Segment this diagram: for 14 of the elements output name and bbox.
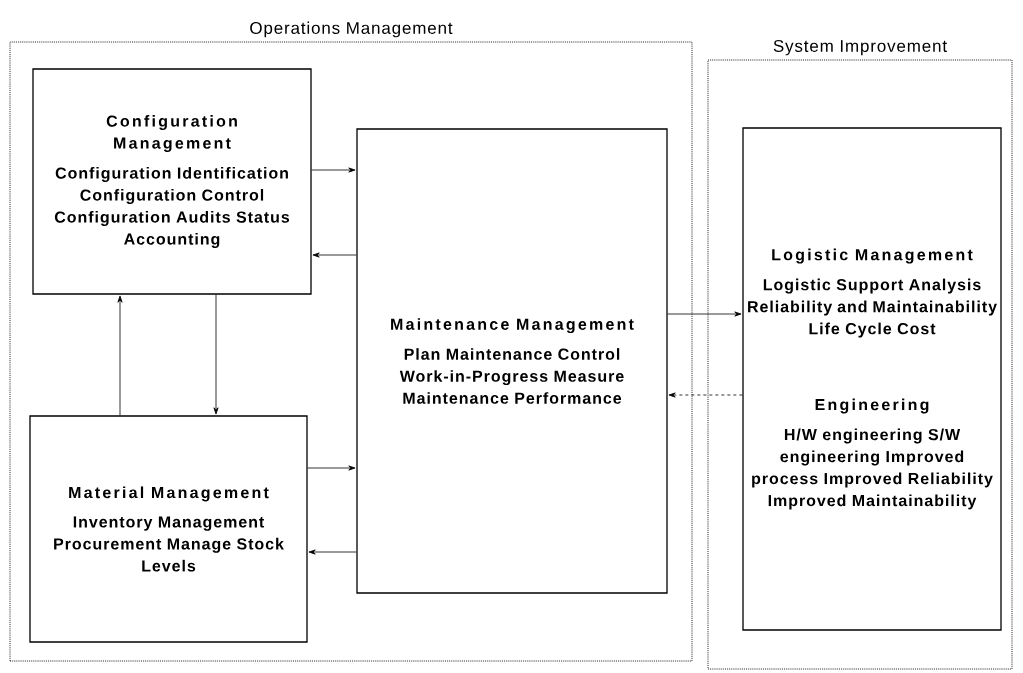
process-box: Maintenance Management Plan Maintenance Control Work-in-Progress Measure Maintenance Performance xyxy=(356,128,668,594)
arrow xyxy=(117,295,123,416)
arrow xyxy=(312,252,357,258)
node-label: System Improvement xyxy=(773,39,947,56)
process-box: Material Management Inventory Management Procurement Manage Stock Levels xyxy=(29,415,308,643)
arrow xyxy=(667,311,742,317)
arrow xyxy=(213,294,219,415)
arrow xyxy=(668,392,743,398)
arrow xyxy=(307,465,356,471)
arrow xyxy=(308,549,357,555)
process-box: Configuration Management Configuration Identification Configuration Control Configuration Audits Status Accounting xyxy=(32,68,312,295)
node-label: Operations Management xyxy=(250,21,453,38)
arrow xyxy=(311,167,356,173)
process-box: Logistic Management Logistic Support Analysis Reliability and Maintainability Life Cycle Cost Engineering H/W engineering S/W engineering Improved process Improved Reliability Improved Maintainability xyxy=(742,127,1002,631)
